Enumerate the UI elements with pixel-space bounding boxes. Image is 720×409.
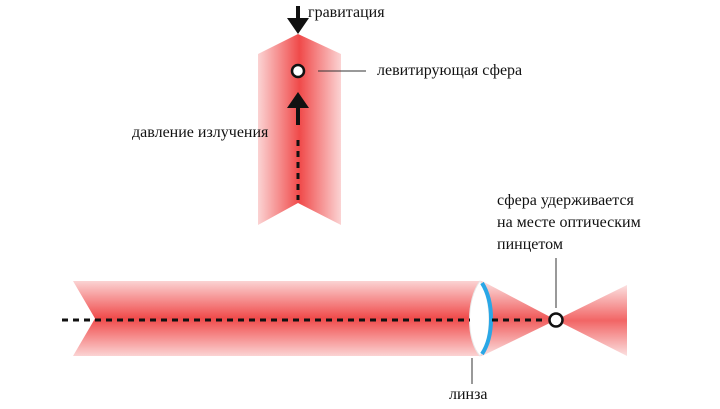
vertical-laser-beam (258, 34, 341, 225)
radiation-pressure-arrow (287, 92, 309, 125)
lens (469, 280, 493, 357)
levitating-sphere (290, 63, 306, 79)
sphere-held-label-line-1: сфера удерживается (497, 192, 634, 209)
sphere-held-label-line-2: на месте оптическим (497, 214, 641, 231)
levitating-sphere-label: левитирующая сфера (377, 62, 523, 79)
sphere-held-label-line-3: пинцетом (497, 236, 563, 253)
lens-label: линза (449, 386, 488, 403)
radiation-pressure-label: давление излучения (132, 124, 269, 141)
gravity-label: гравитация (308, 4, 385, 21)
trapped-sphere (548, 312, 564, 328)
gravity-arrow (287, 6, 309, 34)
horizontal-laser-beam (73, 281, 482, 356)
diverging-beam-cone (556, 285, 627, 356)
